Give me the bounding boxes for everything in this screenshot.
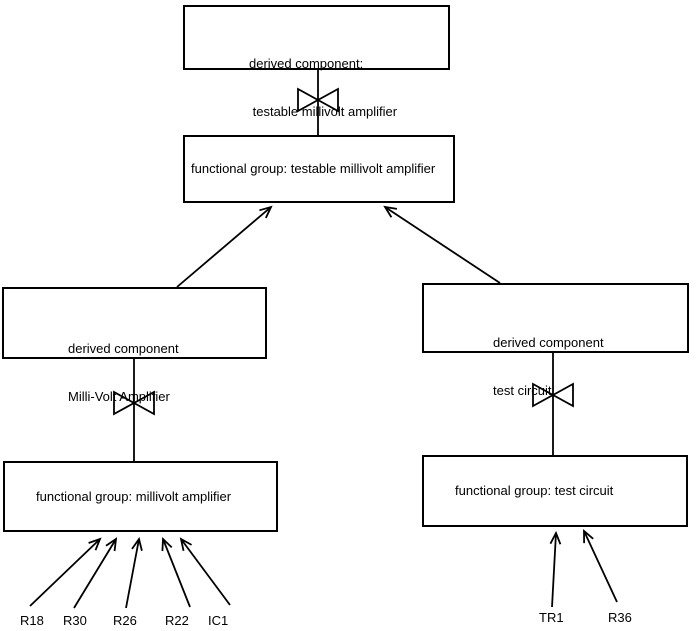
bowtie-icon	[297, 87, 339, 113]
bowtie-icon	[113, 390, 155, 416]
node-label-line2: Milli-Volt Amplifier	[68, 389, 170, 404]
node-label-line1: derived component	[68, 341, 179, 356]
arrow-r18-to-left-functional	[29, 539, 100, 607]
node-derived-milli-volt-amplifier: derived component Milli-Volt Amplifier	[2, 287, 267, 404]
arrow-r36-to-right-functional	[584, 531, 618, 603]
node-label-line1: derived component	[493, 335, 604, 350]
component-label-r36: R36	[608, 610, 632, 625]
node-functional-group-test-circuit: functional group: test circuit	[422, 455, 688, 527]
node-derived-test-circuit: derived component test circuit	[422, 283, 689, 398]
node-label-line2: testable millivolt amplifier	[249, 104, 398, 119]
component-label-tr1: TR1	[539, 610, 564, 625]
node-label-line1: derived component:	[249, 56, 364, 71]
component-label-r30: R30	[63, 613, 87, 628]
node-derived-testable-millivolt-amplifier: derived component: testable millivolt am…	[183, 5, 450, 119]
component-label-r26: R26	[113, 613, 137, 628]
node-functional-group-testable-millivolt-amplifier: functional group: testable millivolt amp…	[183, 135, 455, 203]
node-label: functional group: test circuit	[455, 483, 614, 498]
arrow-r26-to-left-functional	[125, 539, 139, 609]
component-label-r18: R18	[20, 613, 44, 628]
arrow-r22-to-left-functional	[163, 539, 191, 608]
bowtie-icon	[532, 382, 574, 408]
node-label: functional group: testable millivolt amp…	[191, 161, 436, 176]
component-label-r22: R22	[165, 613, 189, 628]
node-functional-group-millivolt-amplifier: functional group: millivolt amplifier	[3, 461, 278, 532]
arrow-right-derived-to-top-functional	[385, 207, 501, 284]
node-label: functional group: millivolt amplifier	[36, 488, 232, 504]
arrow-r30-to-left-functional	[73, 539, 116, 609]
node-label-line2: test circuit	[493, 383, 552, 398]
component-label-ic1: IC1	[208, 613, 229, 628]
arrow-tr1-to-right-functional	[552, 533, 556, 608]
arrow-ic1-to-left-functional	[181, 539, 231, 606]
arrow-left-derived-to-top-functional	[176, 207, 271, 288]
